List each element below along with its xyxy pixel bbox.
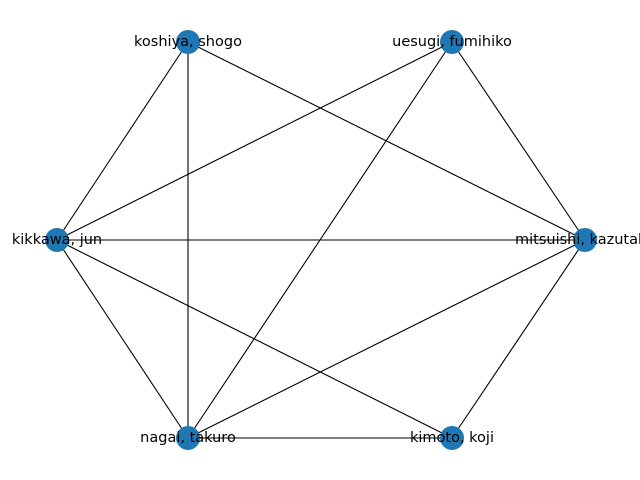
node-label-mitsuishi: mitsuishi, kazutaka	[515, 232, 640, 248]
edge-mitsuishi-nagai	[187, 239, 586, 439]
edge-koshiya-kikkawa	[56, 41, 189, 241]
node-label-nagai: nagai, takuro	[140, 430, 236, 446]
node-mitsuishi	[573, 228, 597, 252]
edge-uesugi-kikkawa	[56, 41, 453, 241]
node-label-koshiya: koshiya, shogo	[134, 34, 242, 50]
edges-layer	[56, 41, 586, 439]
node-nagai	[176, 426, 200, 450]
node-kimoto	[440, 426, 464, 450]
edge-uesugi-mitsuishi	[451, 41, 586, 241]
node-uesugi	[440, 30, 464, 54]
node-kikkawa	[45, 228, 69, 252]
node-label-uesugi: uesugi, fumihiko	[392, 34, 512, 50]
edge-mitsuishi-kimoto	[451, 239, 586, 439]
node-label-kimoto: kimoto, koji	[410, 430, 494, 446]
edge-kikkawa-nagai	[56, 239, 189, 439]
edge-kikkawa-kimoto	[56, 239, 453, 439]
node-koshiya	[176, 30, 200, 54]
labels-layer: koshiya, shogo uesugi, fumihiko kikkawa, j…	[12, 34, 640, 446]
nodes-layer	[45, 30, 597, 450]
node-label-kikkawa: kikkawa, jun	[12, 232, 102, 248]
